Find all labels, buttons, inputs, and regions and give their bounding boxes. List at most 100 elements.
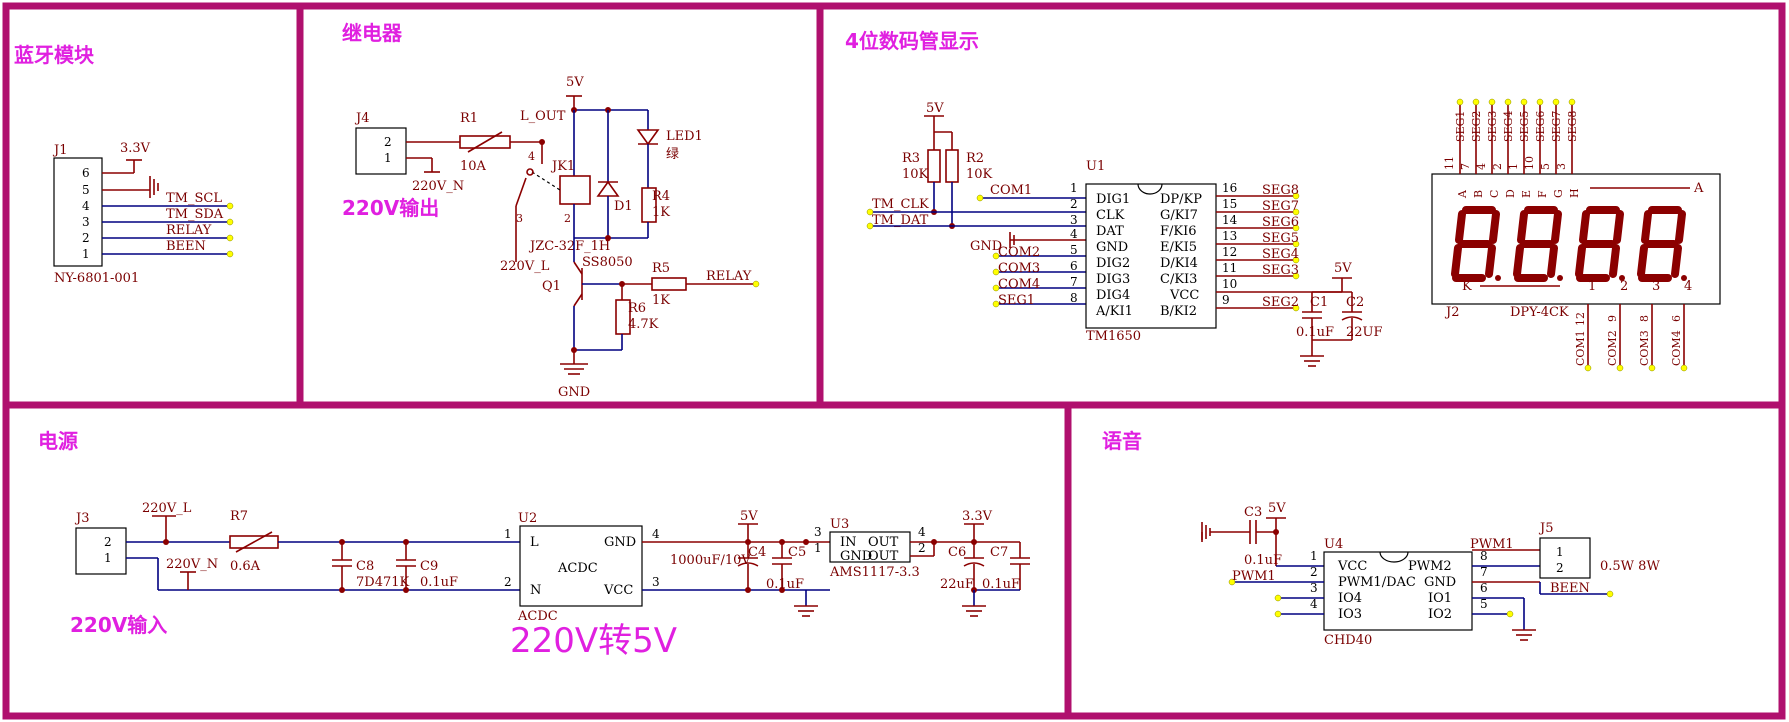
seg-letters: A B C D E F G H [1456, 188, 1581, 199]
u1-pin-num: 16 [1222, 181, 1237, 195]
rail33-label: 3.3V [962, 509, 993, 524]
j2-ref: J2 [1444, 305, 1459, 320]
seg-letter: B [1472, 190, 1485, 198]
u1-pin-num: 4 [1070, 227, 1078, 241]
u4-pin-right: PWM2 [1408, 559, 1452, 574]
u3-pin: OUT [868, 549, 899, 564]
been-net: BEEN [1550, 581, 1590, 596]
u1-pin-num: 2 [1070, 197, 1078, 211]
j1-pin: 3 [82, 215, 90, 229]
d1-ref: D1 [614, 199, 633, 214]
u2-pin: L [530, 535, 539, 550]
c7-value: 0.1uF [982, 577, 1020, 592]
u1-part: TM1650 [1086, 329, 1141, 344]
u1-pin-num: 1 [1070, 181, 1078, 195]
relay-rail-label: 5V [566, 75, 584, 90]
j1-part: NY-6801-001 [54, 271, 139, 286]
u1-pin-num: 6 [1070, 259, 1078, 273]
pwm1-right-net: PWM1 [1470, 537, 1514, 552]
r7-value: 0.6A [230, 559, 261, 574]
section-title-relay: 继电器 [342, 21, 403, 45]
u1-pin-left: DIG1 [1096, 192, 1130, 207]
r1-value: 10A [460, 159, 487, 174]
j5-ref: J5 [1538, 521, 1553, 536]
u1-pin-num: 13 [1222, 229, 1237, 243]
bottom-net: COM2 [1606, 330, 1619, 366]
voice-rail-label: 5V [1268, 501, 1286, 516]
u4-pin-num: 1 [1310, 549, 1318, 563]
j4-pin: 2 [384, 135, 392, 149]
jk1-ref: JK1 [550, 159, 575, 174]
u4-pin-right: IO2 [1428, 607, 1452, 622]
u1-pin-num: 14 [1222, 213, 1238, 227]
u4-pin-num: 3 [1310, 581, 1318, 595]
u1-pin-right: E/KI5 [1160, 240, 1197, 255]
u4-pin-num: 7 [1480, 565, 1488, 579]
j3-pin: 2 [104, 535, 112, 549]
c5-ref: C5 [788, 545, 806, 560]
top-pin: 5 [1539, 163, 1552, 170]
c9-value: 0.1uF [420, 575, 458, 590]
u4-pin-num: 5 [1480, 597, 1488, 611]
c8-ref: C8 [356, 559, 374, 574]
c2-ref: C2 [1346, 295, 1364, 310]
u1-pin-left: A/KI1 [1095, 304, 1133, 319]
top-pin: 10 [1523, 156, 1536, 170]
r2-value: 10K [966, 167, 993, 182]
relay-ctrl-label: RELAY [706, 269, 752, 284]
j3-pin: 1 [104, 551, 112, 565]
u1-pin-num: 7 [1070, 275, 1078, 289]
net-label: BEEN [166, 239, 206, 254]
r3-value: 10K [902, 167, 929, 182]
u2-pin-num: 4 [652, 527, 660, 541]
u3-ref: U3 [830, 517, 849, 532]
led1-color: 绿 [666, 147, 679, 162]
top-pin: 3 [1555, 163, 1568, 170]
c5-value: 0.1uF [766, 577, 804, 592]
u1-pin-right: G/KI7 [1160, 208, 1198, 223]
j1-pin: 6 [82, 166, 90, 180]
right-net: SEG8 [1262, 183, 1299, 198]
relay-circuit: J4 2 1 R1 10A L_OUT 220V_N 5V JK1 4 3 2 … [354, 75, 760, 400]
dat-net: TM_DAT [872, 213, 929, 228]
bottom-pin: 12 [1574, 312, 1587, 326]
c4-value: 1000uF/10V [670, 553, 751, 568]
u4-pin-num: 8 [1480, 549, 1488, 563]
note-power-input: 220V输入 [70, 613, 167, 637]
digit-num: 4 [1684, 279, 1692, 294]
u1-pin-right: DP/KP [1160, 192, 1202, 207]
u1-pin-num: 5 [1070, 243, 1078, 257]
u1-pin-num: 8 [1070, 291, 1078, 305]
u1-pin-num: 11 [1222, 261, 1237, 275]
u3-part: AMS1117-3.3 [829, 565, 920, 580]
c3-ref: C3 [1244, 505, 1262, 520]
u4-ref: U4 [1324, 537, 1343, 552]
bottom-net: COM4 [1670, 330, 1683, 366]
u1-ref: U1 [1086, 159, 1105, 174]
right-net: SEG6 [1262, 215, 1299, 230]
digit-num: 1 [1588, 279, 1596, 294]
c4-ref: C4 [748, 545, 766, 560]
u1-pin-num: 15 [1222, 197, 1237, 211]
u4-pin-num: 4 [1310, 597, 1318, 611]
j1-ref: J1 [52, 143, 67, 158]
top-pin: 1 [1507, 163, 1520, 170]
cap-rail-label: 5V [1334, 261, 1352, 276]
c2-value: 22UF [1346, 325, 1383, 340]
right-net: SEG2 [1262, 295, 1299, 310]
section-title-power: 电源 [38, 429, 78, 453]
j4-pin: 1 [384, 151, 392, 165]
j1-pin: 1 [82, 247, 90, 261]
j1-pin: 4 [82, 199, 90, 213]
top-pin: 2 [1491, 163, 1504, 170]
c1-ref: C1 [1310, 295, 1328, 310]
r1-ref: R1 [460, 111, 478, 126]
n-label: 220V_N [166, 557, 218, 572]
left-net: COM2 [998, 245, 1040, 260]
right-net: SEG4 [1262, 247, 1299, 262]
u2-pin: GND [604, 535, 636, 550]
j3-ref: J3 [74, 511, 89, 526]
seg-letter: D [1504, 189, 1517, 198]
j1-pin: 2 [82, 231, 90, 245]
jk1-pin: 4 [528, 150, 535, 163]
